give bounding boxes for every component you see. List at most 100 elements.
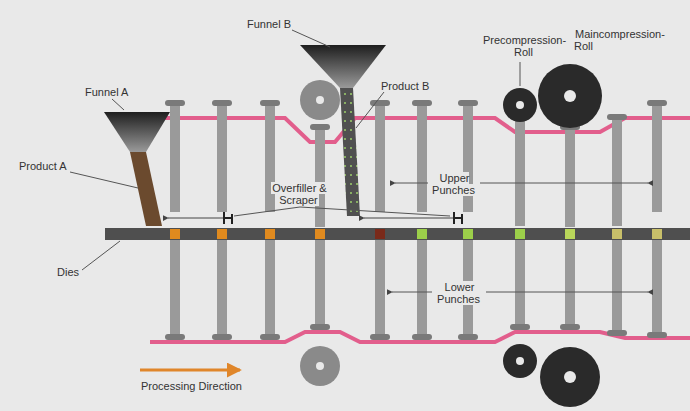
lower-punch [170,240,180,336]
main-compression-roll [540,347,600,407]
punch-head [165,100,185,106]
lower-punch [565,240,575,326]
leader-line [356,92,384,128]
funnel-b [300,45,386,88]
part-label: Funnel B [246,18,292,30]
punch-head [647,332,667,338]
roll-hub [316,96,324,104]
leader-line [486,292,648,293]
leader-line [392,292,432,293]
part-label: Maincompression- Roll [574,28,672,52]
punches [165,100,667,340]
leader-line [292,30,330,47]
upper-punch [217,104,227,212]
lower-punch [612,240,622,332]
die-table [105,228,690,240]
punch-head [310,324,330,330]
leader-line [112,99,124,110]
punch-head [560,324,580,330]
part-label: Overfiller & Scraper [266,182,332,206]
roll-hub [516,101,524,109]
punch-head [412,334,432,340]
label-text: Dies [56,266,80,278]
overfiller-line [364,218,456,219]
overfiller-line [168,218,226,219]
die [217,229,227,239]
die [652,229,662,239]
leader-line [520,62,521,86]
lower-punch [315,240,325,326]
lower-punch [417,240,427,336]
die [565,229,575,239]
lower-punch [217,240,227,336]
upper-punch [515,118,525,226]
upper-punch [315,128,325,227]
upper-punch [417,104,427,212]
label-text: Precompression- Roll [482,34,566,58]
part-label: Dies [56,266,80,278]
label-text: Product A [18,160,68,172]
punch-head [607,114,627,120]
label-text: Lower Punches [437,281,481,305]
leader-lines [70,30,648,292]
upper-punch [565,128,575,227]
punch-head [310,124,330,130]
lower-punch [375,240,385,336]
label-text: Overfiller & Scraper [271,182,326,206]
punch-head [510,324,530,330]
lower-punch [652,240,662,334]
die [170,229,180,239]
punch-head [412,100,432,106]
punch-head [607,330,627,336]
label-text: Product B [380,80,430,92]
fill-roll [300,346,340,386]
lower-punch [515,240,525,326]
punch-head [212,334,232,340]
leader-line [82,241,120,270]
scraper-symbol [224,212,232,224]
roll-hub [564,90,576,102]
part-label: Funnel A [84,86,129,98]
die [463,229,473,239]
die [515,229,525,239]
dies [170,229,662,239]
punch-head [370,100,390,106]
part-label: Product B [380,80,430,92]
upper-punch [652,104,662,212]
precompression-roll [503,344,537,378]
punch-head [370,334,390,340]
die [417,229,427,239]
upper-punch [612,118,622,226]
die [315,229,325,239]
roll-hub [564,371,576,383]
roll-hub [516,357,524,365]
upper-punch [170,104,180,212]
product-b-stream [340,88,360,216]
punch-head [165,334,185,340]
label-text: Funnel B [246,18,292,30]
punch-head [458,334,478,340]
funnel-a [104,112,170,152]
punch-head [260,334,280,340]
punch-head [647,100,667,106]
part-label: Upper Punches [428,172,480,196]
upper-punch [375,104,385,212]
label-text: Upper Punches [432,172,476,196]
die [612,229,622,239]
part-label: Product A [18,160,68,172]
leader-line [234,207,300,216]
label-text: Funnel A [84,86,129,98]
direction-arrow [140,369,240,372]
leader-line [300,207,450,216]
die [265,229,275,239]
part-label: Precompression- Roll [478,34,570,58]
label-text: Maincompression- Roll [574,28,665,52]
lower-punch [265,240,275,336]
main-compression-roll [538,64,602,128]
upper-punch [265,104,275,212]
punch-head [212,100,232,106]
scraper-symbol [454,212,462,224]
roll-hub [316,362,324,370]
